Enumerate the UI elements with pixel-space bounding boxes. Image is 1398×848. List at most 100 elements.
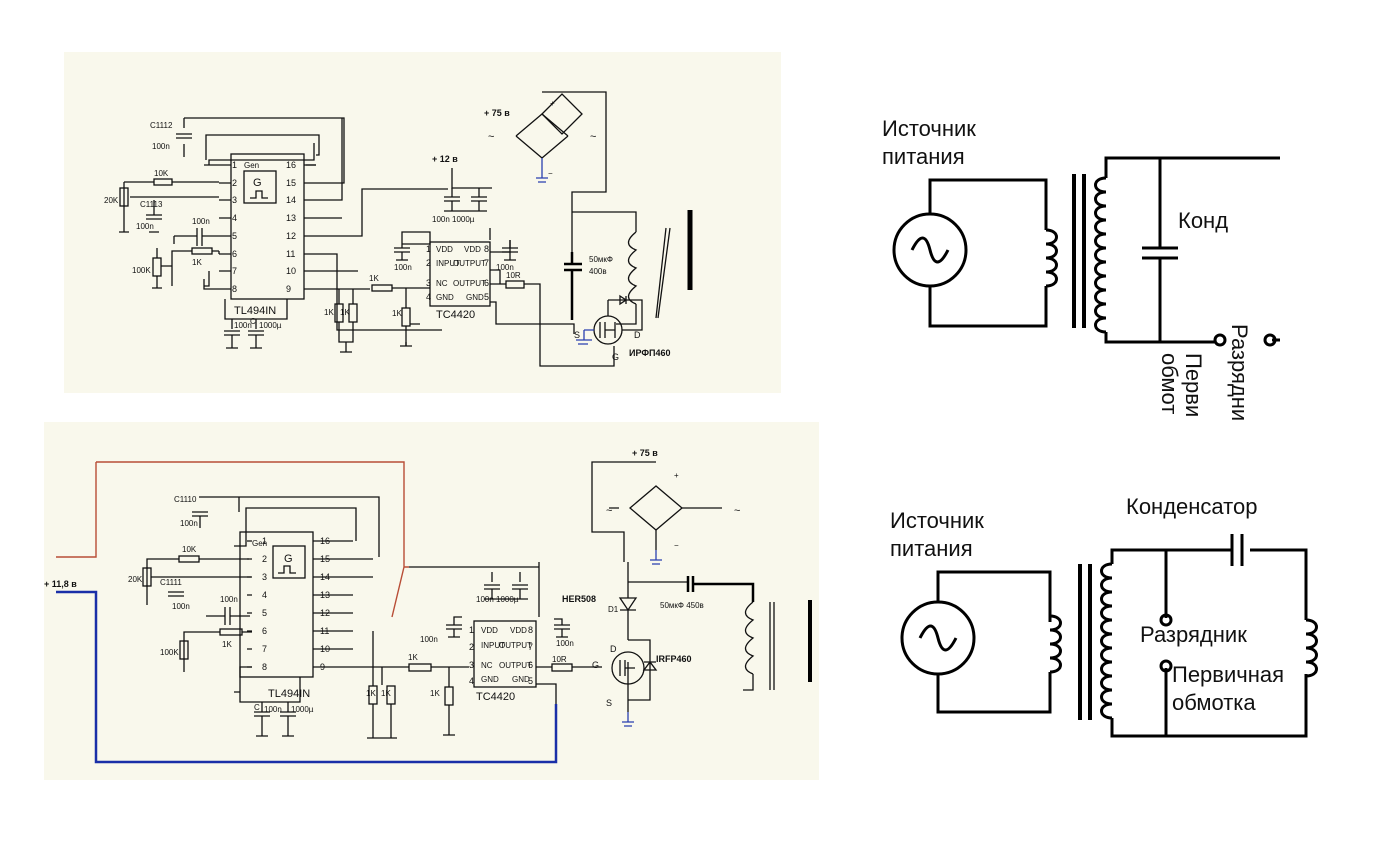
primary-label-1: Перви (1181, 353, 1206, 417)
svg-text:7: 7 (232, 266, 237, 276)
svg-text:TC4420: TC4420 (476, 691, 515, 703)
tl494-2-right-pins: 16 15 14 13 12 11 10 9 (320, 536, 330, 672)
svg-text:100n: 100n (476, 595, 494, 604)
generator-block (243, 170, 277, 204)
svg-text:100n: 100n (172, 602, 190, 611)
svg-text:11: 11 (286, 249, 295, 259)
svg-text:G: G (592, 660, 599, 670)
svg-text:20K: 20K (104, 196, 119, 205)
svg-text:OUTPUT: OUTPUT (499, 641, 532, 650)
svg-text:INPUT: INPUT (481, 641, 505, 650)
c1112-label: C1112 (150, 121, 173, 130)
svg-text:3: 3 (426, 278, 431, 288)
svg-text:50мкФ: 50мкФ (589, 255, 613, 264)
svg-text:TL494IN: TL494IN (268, 688, 310, 700)
ground-bridge-2 (650, 550, 662, 565)
svg-text:NC: NC (481, 661, 493, 670)
svg-text:G: G (612, 352, 619, 362)
svg-text:10K: 10K (154, 169, 169, 178)
svg-text:GND: GND (466, 293, 484, 302)
tl494-right-pins: 16 15 14 13 12 11 10 9 (286, 160, 296, 294)
svg-text:NC: NC (436, 279, 448, 288)
v75-label: + 75 в (484, 108, 510, 118)
transformer-secondary-2 (1100, 562, 1113, 720)
primary-coil-s2 (743, 601, 755, 691)
svg-text:OUTPUT: OUTPUT (453, 279, 486, 288)
r-10k (153, 178, 173, 186)
r-1k-e (401, 307, 411, 327)
primary-coil-d2 (1305, 618, 1318, 678)
r-1k-a-2 (219, 628, 243, 636)
svg-text:VDD: VDD (436, 245, 453, 254)
svg-text:100n: 100n (192, 217, 210, 226)
svg-text:400в: 400в (589, 267, 607, 276)
svg-text:100K: 100K (160, 648, 179, 657)
svg-text:~: ~ (488, 131, 494, 143)
svg-text:ИРФП460: ИРФП460 (629, 348, 671, 358)
svg-text:C1113: C1113 (140, 200, 163, 209)
svg-text:HER508: HER508 (562, 594, 596, 604)
svg-text:~: ~ (590, 131, 596, 143)
svg-text:G: G (284, 553, 293, 565)
svg-text:100K: 100K (132, 266, 151, 275)
svg-text:13: 13 (286, 213, 296, 223)
red-wire (56, 461, 409, 618)
c1113-capacitor (146, 200, 162, 220)
svg-text:5: 5 (262, 608, 267, 618)
r-10k-2 (178, 555, 200, 563)
svg-text:1K: 1K (369, 274, 379, 283)
her508-diode (618, 597, 638, 612)
r-1k-e-2 (444, 686, 454, 706)
svg-text:8: 8 (262, 662, 267, 672)
svg-text:1K: 1K (408, 653, 418, 662)
svg-text:14: 14 (286, 195, 296, 205)
svg-text:1: 1 (232, 160, 237, 170)
svg-text:1K: 1K (430, 689, 440, 698)
pot-100k-2 (179, 640, 189, 660)
svg-text:5: 5 (232, 231, 237, 241)
svg-text:GND: GND (481, 675, 499, 684)
svg-text:6: 6 (484, 278, 489, 288)
vin-label: + 11,8 в (44, 579, 77, 589)
capacitor-label-2: Конденсатор (1126, 494, 1257, 519)
svg-text:INPUT: INPUT (436, 259, 460, 268)
capacitor-label-1: Конд (1178, 208, 1228, 233)
v12-label: + 12 в (432, 154, 458, 164)
spark-gap-electrode-b (1263, 333, 1277, 347)
svg-text:100n: 100n (420, 635, 438, 644)
svg-text:8: 8 (528, 625, 533, 635)
capacitor-1 (1142, 246, 1178, 260)
pulse-icon-2 (278, 565, 296, 574)
svg-text:S: S (574, 330, 580, 340)
svg-text:15: 15 (286, 178, 296, 188)
svg-text:10: 10 (286, 266, 296, 276)
svg-text:S: S (606, 698, 612, 708)
svg-text:C1111: C1111 (160, 578, 182, 587)
capacitor-2 (1230, 534, 1244, 566)
spark-gap-label-1: Разрядни (1227, 324, 1252, 421)
svg-text:OUTPUT: OUTPUT (453, 259, 486, 268)
svg-text:10R: 10R (506, 271, 521, 280)
pot-20k (119, 187, 129, 207)
svg-text:3: 3 (232, 195, 237, 205)
svg-text:1K: 1K (222, 640, 232, 649)
svg-text:1K: 1K (366, 689, 376, 698)
secondary-coil-s1 (655, 227, 671, 319)
svg-text:6: 6 (262, 626, 267, 636)
svg-text:100n: 100n (394, 263, 412, 272)
tl494-label: TL494IN (234, 305, 276, 317)
primary-coil-s1 (572, 211, 638, 325)
transformer-core (1072, 174, 1086, 328)
svg-text:D: D (634, 330, 641, 340)
svg-text:1K: 1K (381, 689, 391, 698)
svg-text:16: 16 (286, 160, 296, 170)
svg-text:2: 2 (469, 642, 474, 652)
source-label-2b: питания (890, 536, 973, 561)
tc4420-chip-2 (473, 620, 537, 688)
svg-text:C: C (254, 703, 260, 712)
svg-text:D1: D1 (608, 605, 619, 614)
r-1k-d (371, 284, 393, 292)
svg-text:4: 4 (469, 676, 474, 686)
svg-text:9: 9 (286, 284, 291, 294)
svg-text:GND: GND (512, 675, 530, 684)
